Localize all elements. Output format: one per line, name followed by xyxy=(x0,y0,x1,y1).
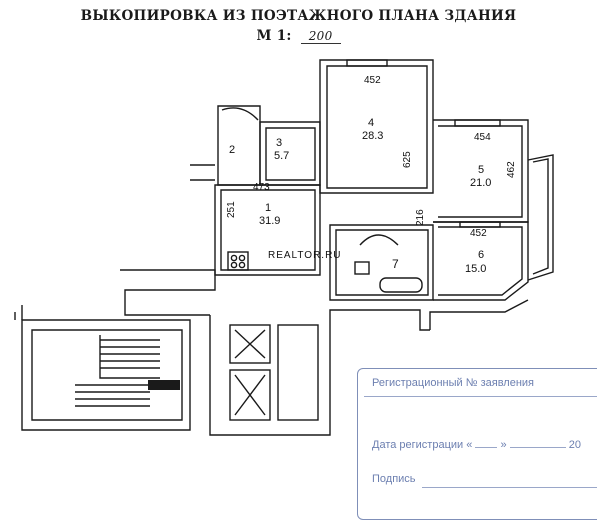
stove-burner xyxy=(238,254,246,262)
scale-line: М 1: 200 xyxy=(0,28,597,44)
stamp-date-prefix: Дата регистрации « xyxy=(372,439,473,451)
lift-1 xyxy=(229,324,271,364)
dim-room-5-width: 454 xyxy=(474,132,491,143)
stair-flight xyxy=(99,335,160,379)
window-room-5 xyxy=(454,119,501,127)
stamp-date-mid: » xyxy=(500,439,507,451)
room-6-area: 15.0 xyxy=(465,263,486,275)
room-2-number: 2 xyxy=(229,144,235,156)
stamp-divider xyxy=(364,396,597,397)
window-room-6 xyxy=(459,221,501,228)
room-1-number: 1 xyxy=(265,202,271,214)
room-3-inner xyxy=(265,127,316,181)
room-5-number: 5 xyxy=(478,164,484,176)
corridor-walls xyxy=(120,269,216,316)
dim-room-1-width: 473 xyxy=(253,182,270,193)
watermark: REALTOR.RU xyxy=(268,250,342,261)
lift-1-cross xyxy=(234,329,266,359)
balcony-inner xyxy=(532,158,549,275)
room-7-inner xyxy=(335,229,429,296)
dim-hall-side: 216 xyxy=(415,209,426,226)
stamp-signature-line xyxy=(422,487,597,488)
stamp-date-year: 20 xyxy=(568,439,581,451)
room-6-number: 6 xyxy=(478,249,484,261)
window-room-4 xyxy=(346,59,388,67)
room-7-number: 7 xyxy=(392,257,399,271)
room-4-number: 4 xyxy=(368,117,374,129)
entry-walls xyxy=(190,164,215,181)
lift-hall-walls xyxy=(209,309,430,436)
room-3-number: 3 xyxy=(276,137,282,149)
loggia-arc xyxy=(221,107,259,121)
lift-2 xyxy=(229,369,271,421)
room-3-walls xyxy=(259,121,321,186)
bath-door-arc xyxy=(359,234,399,246)
dim-room-6-width: 452 xyxy=(470,228,487,239)
stairwell-inner xyxy=(31,329,183,421)
room-4-inner xyxy=(326,65,428,189)
room-1-inner xyxy=(220,189,316,271)
dim-room-1-side: 251 xyxy=(226,201,237,218)
stairwell-walls xyxy=(21,319,191,431)
stove-burner xyxy=(230,261,238,269)
room-5-area: 21.0 xyxy=(470,177,491,189)
dim-room-4-depth: 625 xyxy=(402,151,413,168)
stair-wall-end xyxy=(14,305,23,320)
room-3-area: 5.7 xyxy=(274,150,289,162)
scale-prefix: М 1: xyxy=(256,28,292,44)
stair-steps-lower xyxy=(75,384,150,407)
room-7-walls xyxy=(329,224,434,301)
room-1-area: 31.9 xyxy=(259,215,280,227)
room-1-walls xyxy=(214,184,321,276)
stove xyxy=(227,251,249,271)
scale-value: 200 xyxy=(300,29,341,44)
stove-burner xyxy=(238,261,246,269)
dim-room-5-depth: 462 xyxy=(506,161,517,178)
room-4-area: 28.3 xyxy=(362,130,383,142)
room-2-walls xyxy=(217,105,261,186)
bathtub xyxy=(379,277,423,293)
page-title: ВЫКОПИРОВКА ИЗ ПОЭТАЖНОГО ПЛАНА ЗДАНИЯ xyxy=(80,8,517,24)
stair-steps xyxy=(100,339,160,369)
balcony xyxy=(527,154,554,281)
lift-2-cross xyxy=(234,374,266,416)
lift-shaft xyxy=(277,324,319,421)
stamp-signature: Подпись xyxy=(372,473,416,485)
stamp-reg-number: Регистрационный № заявления xyxy=(372,377,534,389)
stamp-reg-date: Дата регистрации « » 20 xyxy=(372,439,581,451)
dim-room-4-width: 452 xyxy=(364,75,381,86)
outer-wall-right xyxy=(429,299,529,330)
sink xyxy=(354,261,370,275)
registration-stamp: Регистрационный № заявления Дата регистр… xyxy=(357,368,597,520)
stair-landing-fill xyxy=(148,380,180,390)
stove-burner xyxy=(230,254,238,262)
